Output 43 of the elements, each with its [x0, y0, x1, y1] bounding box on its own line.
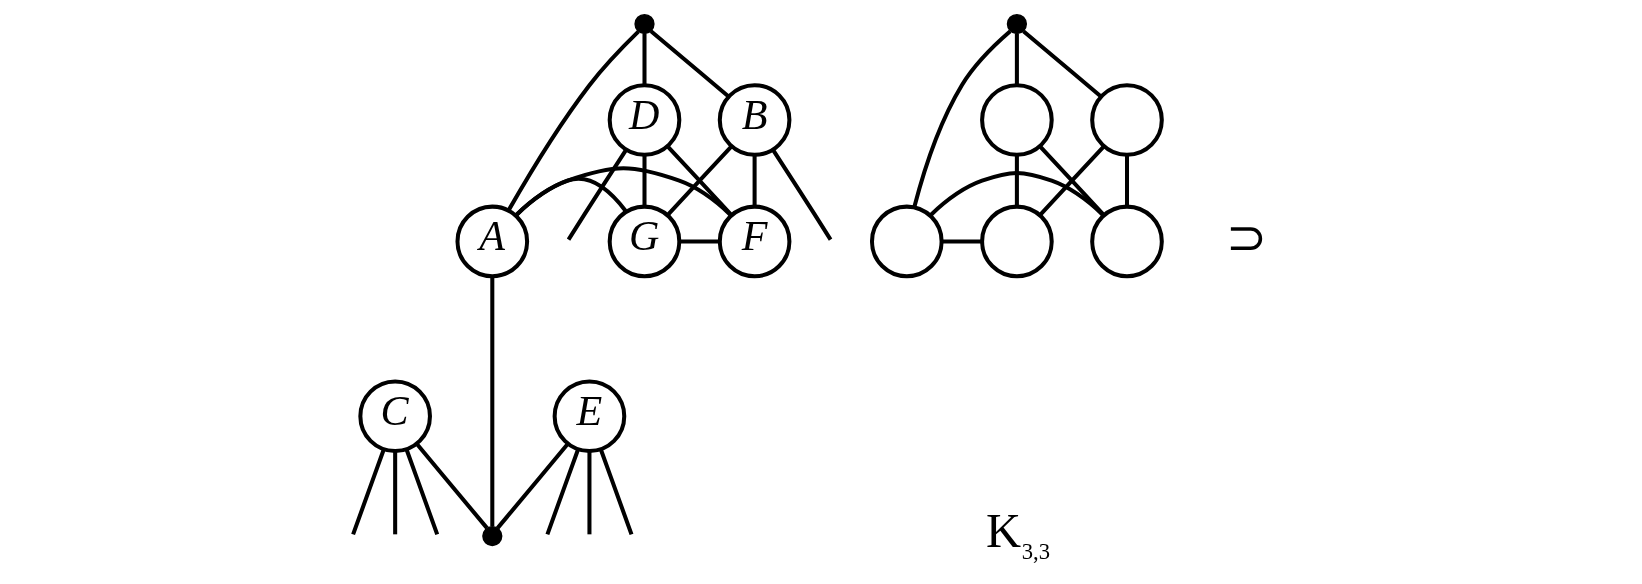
- connector: [1014, 155, 1019, 207]
- node-circle: F: [717, 204, 791, 279]
- connector: [649, 29, 730, 98]
- node-circle: G: [607, 204, 681, 279]
- node-circle: B: [717, 83, 791, 157]
- connector: [495, 442, 569, 530]
- connector: [404, 449, 439, 535]
- node-circle: C: [357, 379, 432, 454]
- connector: [566, 148, 628, 241]
- node-circle: [1089, 83, 1164, 157]
- connector: [752, 155, 757, 207]
- connector: [414, 442, 489, 530]
- node-circle: [979, 204, 1054, 279]
- node-circle: [979, 83, 1054, 157]
- connector: [1124, 155, 1129, 207]
- connector: [641, 33, 647, 85]
- connector: [598, 449, 633, 535]
- connector: [514, 166, 732, 217]
- node-dot: [633, 13, 655, 35]
- connector: [489, 276, 494, 527]
- connector: [678, 239, 719, 244]
- node-dot: [1006, 13, 1027, 35]
- node-circle: [869, 204, 944, 279]
- node-circle: [1089, 204, 1164, 279]
- connector: [586, 451, 591, 535]
- connector: [1021, 29, 1102, 98]
- connector: [545, 449, 580, 535]
- label: ⊃: [1225, 210, 1267, 265]
- node-circle: D: [607, 83, 681, 157]
- node-circle: E: [552, 379, 626, 454]
- connector: [941, 239, 982, 244]
- node-dot: [481, 525, 502, 547]
- connector: [1038, 145, 1105, 217]
- connector: [911, 29, 1012, 208]
- connector: [770, 148, 832, 241]
- connector: [1014, 33, 1019, 85]
- label: K$_{3,3}$: [985, 503, 1050, 565]
- node-circle: A: [454, 204, 529, 279]
- connector: [665, 145, 733, 217]
- connector: [350, 449, 386, 535]
- connector: [641, 155, 647, 207]
- connector: [392, 451, 397, 535]
- connector: [506, 30, 640, 212]
